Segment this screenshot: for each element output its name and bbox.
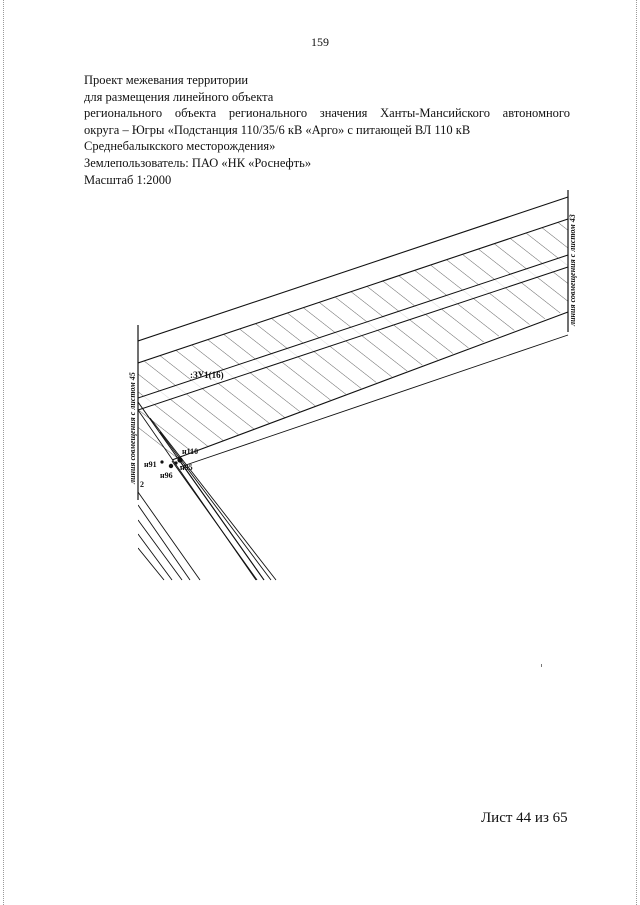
boundary-outer-bottom [179, 334, 569, 468]
parcel-band-lower [138, 255, 568, 410]
match-line-right-label: линия совмещения с листом 43 [568, 214, 577, 327]
boundary-middle-b [138, 266, 569, 411]
fragment-line-4 [138, 533, 173, 581]
corridor-line-3 [149, 417, 277, 581]
header-line-4: округа – Югры «Подстанция 110/35/6 кВ «А… [84, 122, 471, 137]
land-user: Землепользователь: ПАО «НК «Роснефть» [84, 155, 312, 170]
document-header: Проект межевания территории для размещен… [84, 72, 570, 188]
fragment-line-5 [138, 547, 165, 581]
header-line-1: Проект межевания территории [84, 73, 249, 87]
parcel-band-bottom [138, 267, 568, 460]
corridor-line-6 [171, 460, 258, 581]
page-edge-left [3, 0, 4, 905]
boundary-top [138, 218, 569, 364]
corridor-line-4 [159, 431, 272, 581]
parcel-band-upper [138, 219, 568, 398]
map-scale: Масштаб 1:2000 [84, 172, 172, 187]
edge-fragment-label: 2 [140, 480, 144, 489]
point-marker-n95 [174, 461, 178, 465]
header-line-2: для размещения линейного объекта [84, 89, 274, 104]
match-line-left-label: линия совмещения с листом 45 [128, 372, 137, 485]
fragment-line-2 [138, 504, 191, 581]
point-marker-n91 [160, 460, 164, 464]
point-marker-n110 [177, 457, 183, 463]
boundary-outer-top [138, 196, 569, 342]
header-line-5: Среднебалыкского месторождения» [84, 139, 276, 154]
point-label-n110: н110 [182, 447, 198, 456]
parcel-label: :ЗУ1(16) [190, 370, 224, 380]
fragment-line-3 [138, 519, 183, 581]
fragment-line-1 [138, 491, 201, 581]
point-label-n91: н91 [144, 460, 157, 469]
boundary-bottom [171, 311, 569, 461]
page-edge-right [636, 0, 637, 905]
point-label-n95: н95 [180, 463, 193, 472]
page-number: 159 [311, 35, 329, 49]
sheet-footer: Лист 44 из 65 [481, 810, 568, 826]
boundary-middle-a [138, 254, 569, 399]
point-marker-n96 [168, 463, 174, 469]
corridor-line-5 [179, 460, 265, 581]
map-area [138, 196, 569, 581]
stray-mark [541, 664, 542, 667]
point-label-n96: н96 [160, 471, 173, 480]
header-line-3: регионального объекта регионального знач… [84, 106, 570, 121]
